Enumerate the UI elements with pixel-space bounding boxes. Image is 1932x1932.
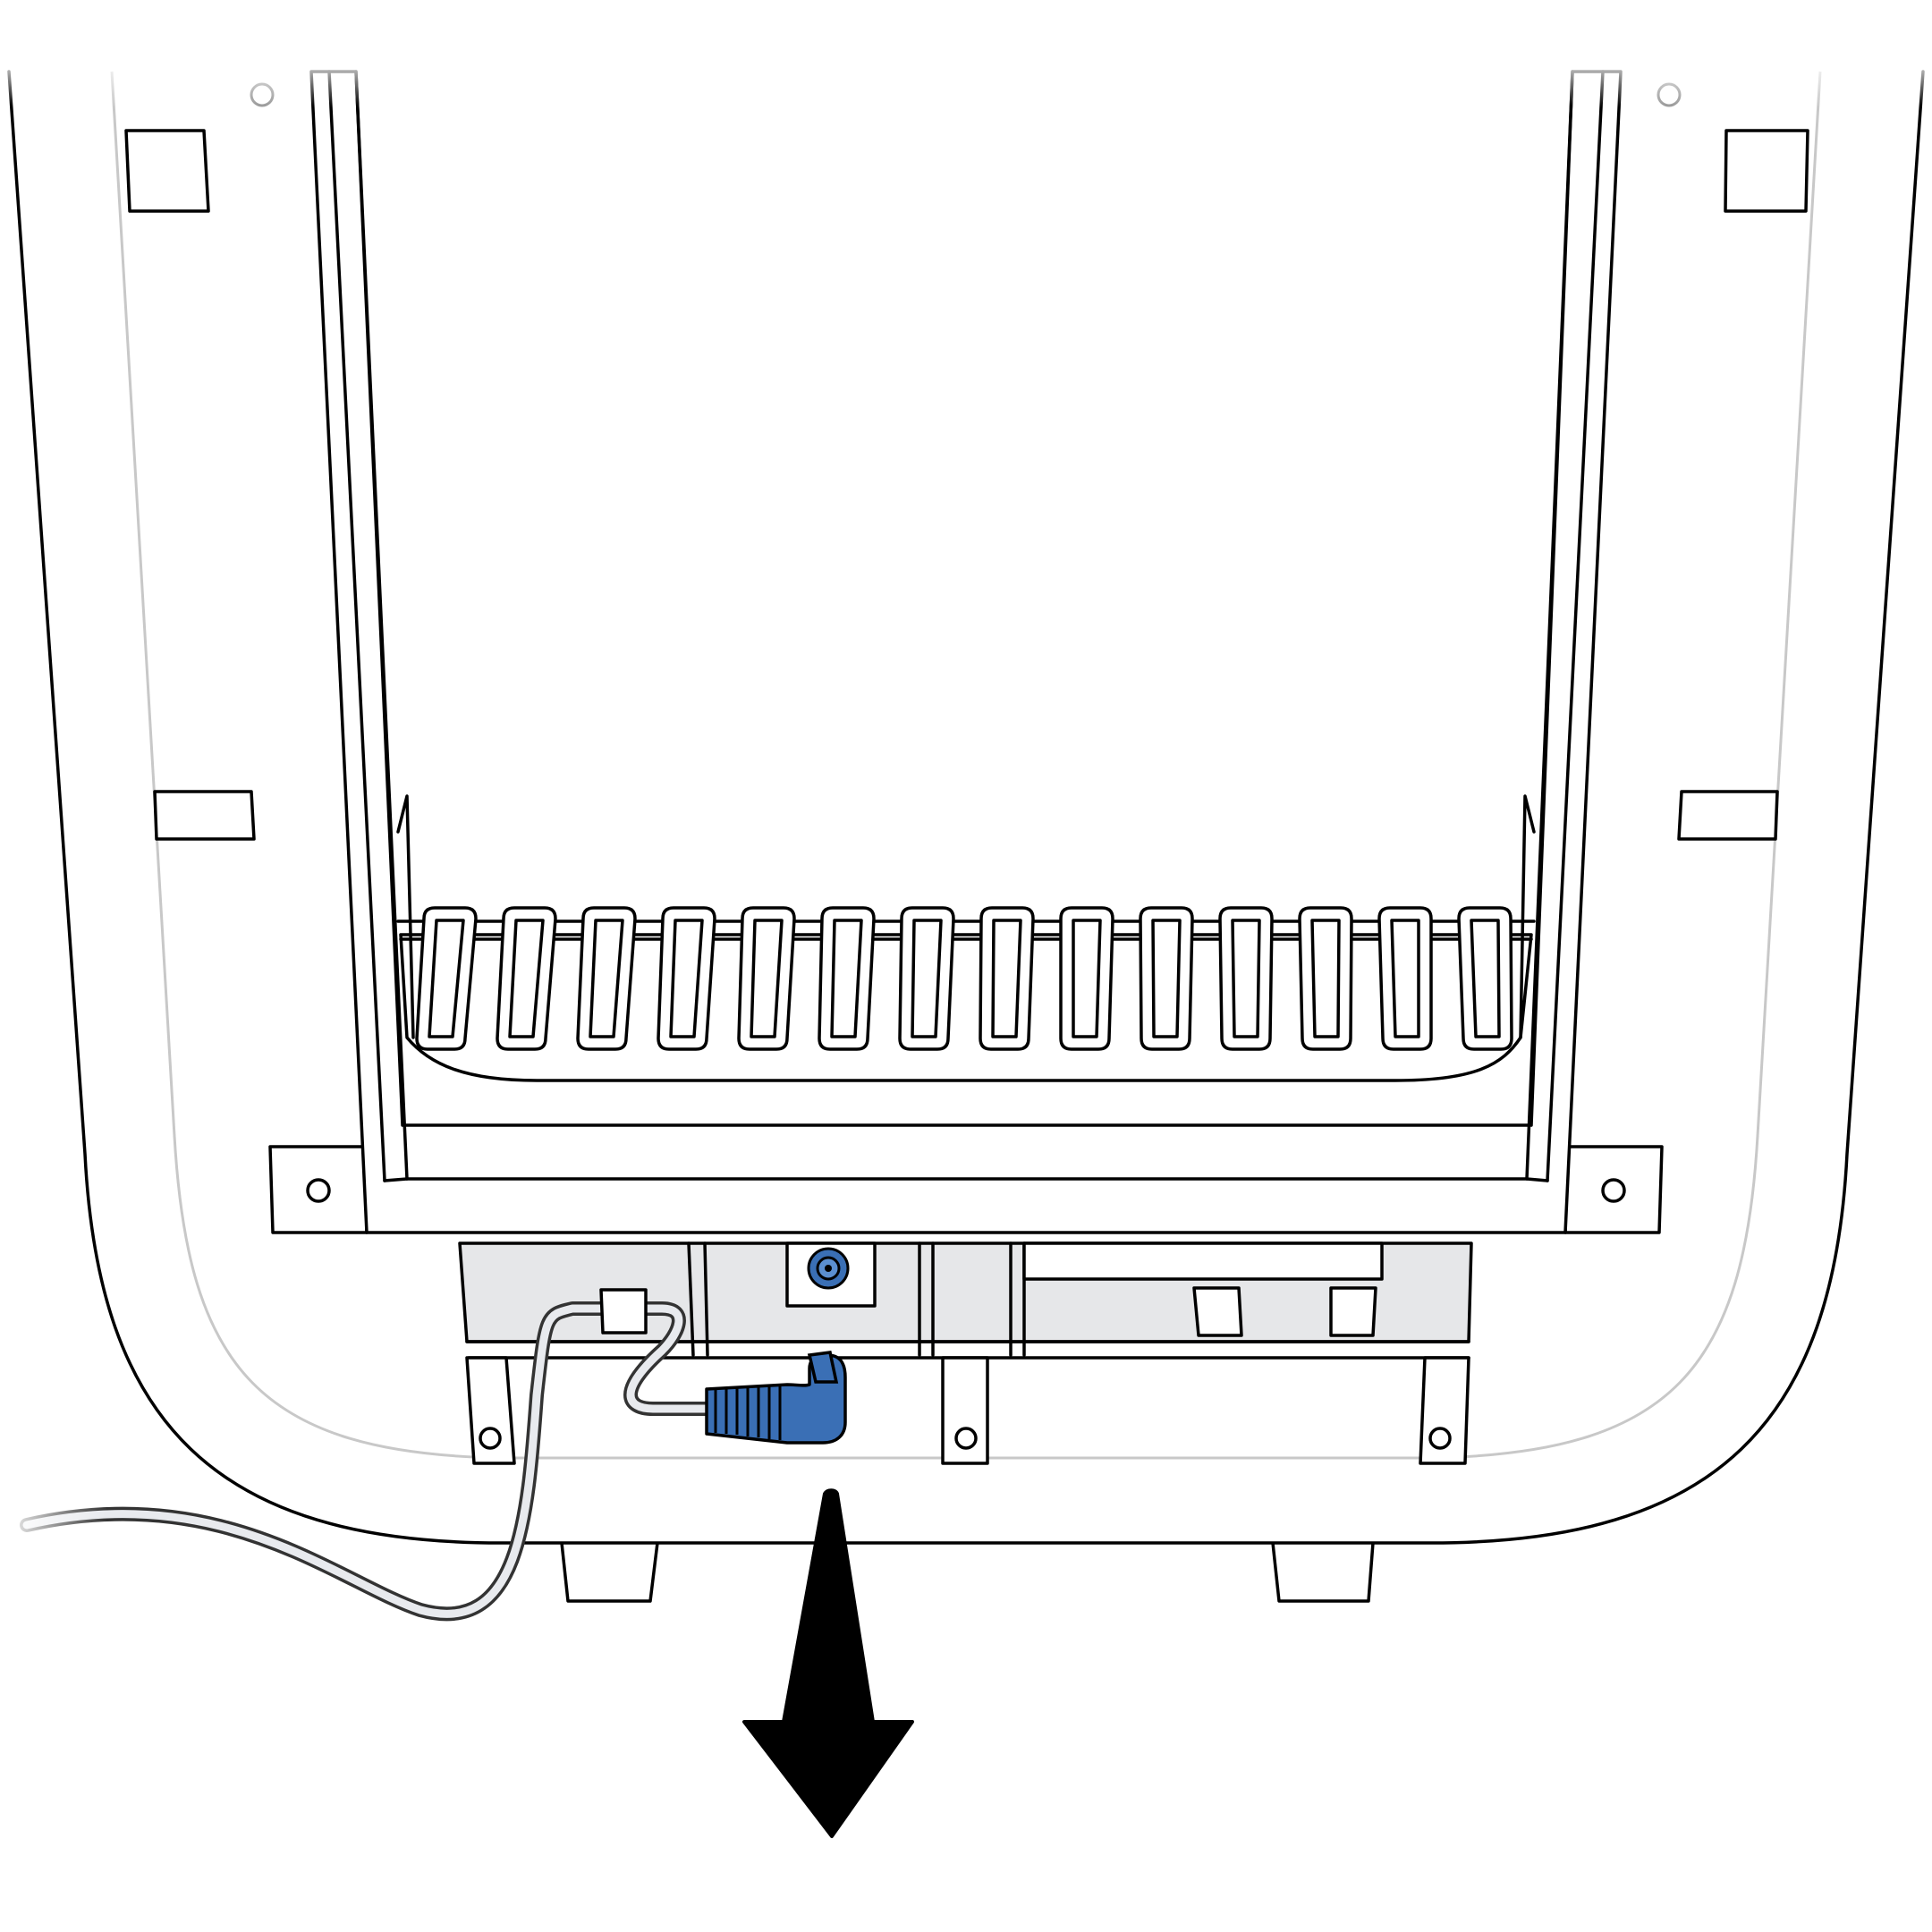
screw-hole-bracket-left (306, 1178, 331, 1203)
latch-a (1192, 1286, 1243, 1337)
channel-bottom-edge-r (1525, 1177, 1549, 1182)
center-channel (309, 70, 1623, 1234)
cable-inner (22, 1304, 720, 1618)
screw-hole-bracket-right (1601, 1178, 1626, 1203)
bracket-tab-right (1563, 1145, 1664, 1234)
grille-slot-inner (508, 919, 545, 1038)
slot-top-right (1724, 129, 1809, 213)
connector-recess (458, 1241, 1473, 1465)
grille-slot-inner (911, 919, 943, 1038)
bracket-tab-left (268, 1145, 369, 1234)
latch-b (1329, 1286, 1377, 1337)
grille-slot (657, 906, 716, 1051)
arrow-down-icon (742, 1488, 914, 1838)
power-plug-icon (705, 1351, 847, 1445)
top-fade (0, 54, 1932, 107)
cable-fade-left (0, 1485, 107, 1556)
grille-slot (1139, 906, 1194, 1051)
slot-mid-right (1677, 790, 1779, 841)
mounting-slots (124, 129, 1809, 841)
grille-slot (818, 906, 876, 1051)
grille-tray-base (399, 933, 1533, 1082)
grille-slot-inner (750, 919, 784, 1038)
grille-slot-inner (1072, 919, 1102, 1038)
slot-top-left (124, 129, 210, 213)
channel-rail-left-b (354, 70, 1574, 1127)
lug-center (941, 1356, 989, 1465)
device-housing-outline (7, 70, 1925, 1545)
grille-side-right (1519, 794, 1536, 1039)
recess-inner-box (1022, 1241, 1384, 1281)
channel-rail-left-a (327, 70, 386, 1182)
grille-slot-inner (669, 919, 704, 1038)
dc-socket-icon (785, 1241, 877, 1308)
channel-rail-right-a (1546, 70, 1605, 1182)
grille-slot-inner (991, 919, 1022, 1038)
grille-slot-inner (1231, 919, 1261, 1038)
grille-slot (496, 906, 557, 1051)
grille-slot (737, 906, 796, 1051)
recess-divider-b (703, 1241, 709, 1357)
grille-slot-inner (1390, 919, 1420, 1038)
power-cable (0, 1288, 723, 1622)
device-feet (560, 1541, 1375, 1603)
grille-slot (1218, 906, 1274, 1051)
cable-clip (599, 1288, 648, 1335)
grille-tray (396, 794, 1536, 1082)
grille-slots (415, 906, 1513, 1051)
grille-slot-inner (1470, 919, 1501, 1038)
channel-bottom-edge (383, 1177, 409, 1182)
foot-right (1271, 1541, 1375, 1603)
lug-left (465, 1356, 516, 1465)
grille-slot (1298, 906, 1353, 1051)
grille-slot (1377, 906, 1433, 1051)
recess-divider-a (687, 1241, 695, 1357)
grille-side-left (396, 794, 415, 1039)
slot-mid-left (153, 790, 256, 841)
grille-slot-inner (589, 919, 624, 1038)
grille-slot (1457, 906, 1513, 1051)
grille-slot (898, 906, 955, 1051)
grille-slot-inner (830, 919, 863, 1038)
grille-slot (576, 906, 637, 1051)
lug-right (1419, 1356, 1470, 1465)
foot-left (560, 1541, 659, 1603)
grille-slot (979, 906, 1035, 1051)
grille-slot-inner (1151, 919, 1182, 1038)
grille-slot-inner (428, 919, 465, 1038)
grille-slot (415, 906, 478, 1051)
grille-slot (1059, 906, 1114, 1051)
grille-slot-inner (1310, 919, 1341, 1038)
